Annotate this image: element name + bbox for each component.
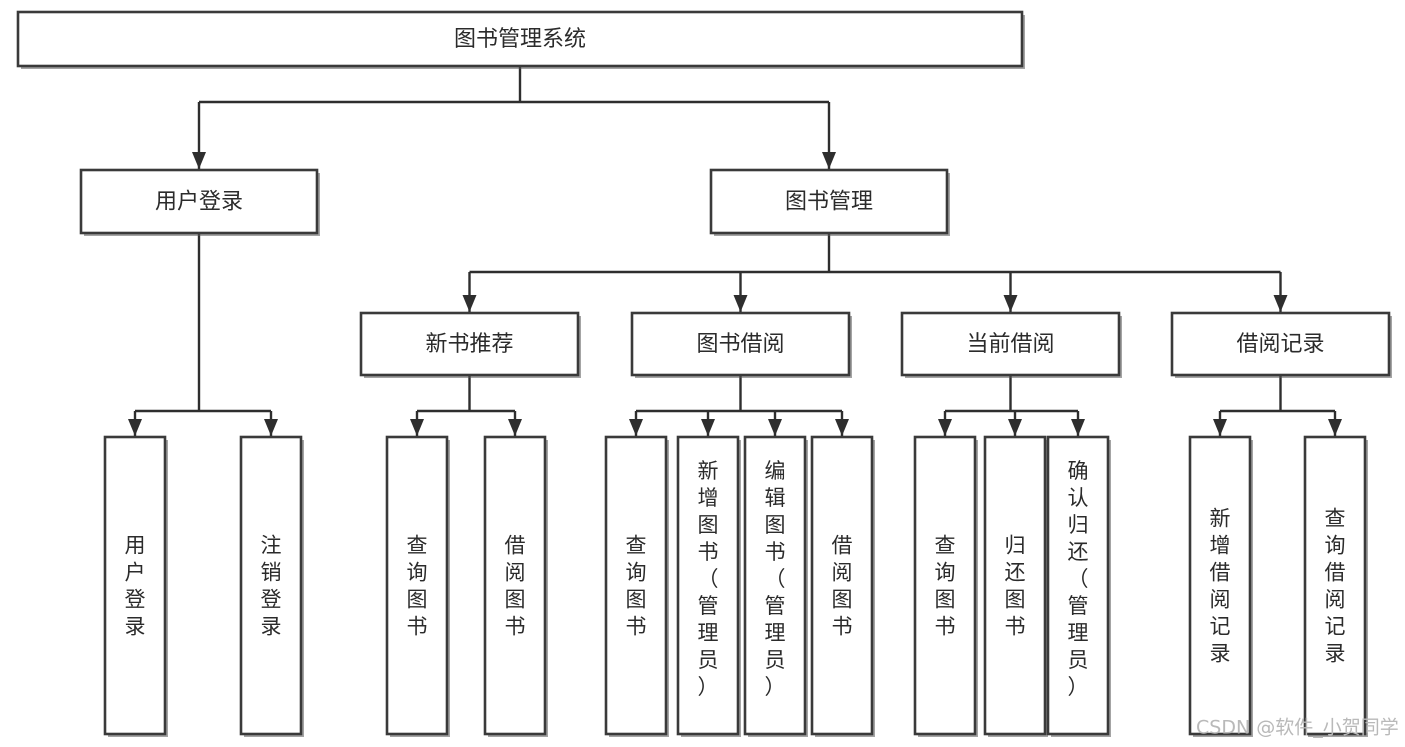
node-label: 确认归还（管理员） [1068, 459, 1089, 699]
node-leaf-borrow-edit-book[interactable]: 编辑图书（管理员） [743, 435, 808, 737]
arrow-head [1008, 419, 1022, 436]
node-new-book-rec[interactable]: 新书推荐 [359, 311, 581, 378]
node-leaf-current-return-book[interactable]: 归还图书 [983, 435, 1048, 737]
node-box[interactable] [79, 168, 319, 235]
node-box[interactable] [483, 435, 547, 736]
node-label: 图书借阅 [696, 332, 784, 357]
node-leaf-borrow-add-book[interactable]: 新增图书（管理员） [676, 435, 741, 737]
arrow-head [733, 295, 748, 312]
node-leaf-current-query-book[interactable]: 查询图书 [913, 435, 978, 737]
node-user-login[interactable]: 用户登录 [79, 168, 320, 236]
node-box[interactable] [630, 311, 851, 377]
node-label: 查询图书 [935, 534, 956, 639]
arrow-head [508, 419, 522, 436]
arrow-head [462, 295, 477, 312]
arrow-head [1273, 295, 1288, 312]
node-leaf-current-confirm-return[interactable]: 确认归还（管理员） [1046, 435, 1111, 737]
node-label: 用户登录 [125, 534, 146, 639]
node-book-borrow[interactable]: 图书借阅 [630, 311, 852, 378]
arrow-head [835, 419, 849, 436]
node-leaf-user-login[interactable]: 用户登录 [103, 435, 168, 737]
node-label: 借阅图书 [505, 534, 526, 639]
node-label: 编辑图书（管理员） [765, 459, 786, 699]
arrow-head [938, 419, 952, 436]
node-label: 图书管理系统 [454, 27, 586, 52]
arrow-head [410, 419, 424, 436]
node-label: 用户登录 [155, 190, 243, 215]
arrow-head [701, 419, 715, 436]
arrow-head [1071, 419, 1085, 436]
node-box[interactable] [743, 435, 807, 736]
arrow-head [629, 419, 643, 436]
node-box[interactable] [385, 435, 449, 736]
arrow-head [822, 152, 836, 169]
node-layer: 图书管理系统用户登录图书管理新书推荐图书借阅当前借阅借阅记录用户登录注销登录查询… [16, 10, 1392, 737]
node-box[interactable] [239, 435, 303, 736]
node-book-manage[interactable]: 图书管理 [709, 168, 950, 236]
node-box[interactable] [709, 168, 949, 235]
csdn-watermark: CSDN @软件_小贺同学 [1196, 717, 1399, 739]
node-label: 新增图书（管理员） [698, 459, 719, 699]
node-leaf-rec-borrow-book[interactable]: 借阅图书 [483, 435, 548, 737]
arrow-head [192, 152, 206, 169]
node-label: 当前借阅 [966, 332, 1054, 357]
node-box[interactable] [810, 435, 874, 736]
node-box[interactable] [604, 435, 668, 736]
node-label: 新书推荐 [425, 332, 513, 357]
node-label: 查询图书 [407, 534, 428, 639]
node-borrow-record[interactable]: 借阅记录 [1170, 311, 1392, 378]
node-leaf-rec-query-book[interactable]: 查询图书 [385, 435, 450, 737]
node-leaf-record-add[interactable]: 新增借阅记录 [1188, 435, 1253, 737]
node-box[interactable] [1303, 435, 1367, 736]
node-label: 归还图书 [1005, 534, 1026, 639]
node-box[interactable] [913, 435, 977, 736]
node-leaf-borrow-lend-book[interactable]: 借阅图书 [810, 435, 875, 737]
node-leaf-record-query[interactable]: 查询借阅记录 [1303, 435, 1368, 737]
arrow-head [128, 419, 142, 436]
node-box[interactable] [359, 311, 580, 377]
node-label: 查询图书 [626, 534, 647, 639]
arrow-head [264, 419, 278, 436]
node-label: 新增借阅记录 [1210, 507, 1231, 666]
node-root[interactable]: 图书管理系统 [16, 10, 1025, 69]
node-box[interactable] [900, 311, 1121, 377]
arrow-head [768, 419, 782, 436]
node-box[interactable] [983, 435, 1047, 736]
node-box[interactable] [1188, 435, 1252, 736]
node-leaf-borrow-query-book[interactable]: 查询图书 [604, 435, 669, 737]
node-box[interactable] [103, 435, 167, 736]
arrow-head [1003, 295, 1018, 312]
node-box[interactable] [1170, 311, 1391, 377]
node-leaf-logout[interactable]: 注销登录 [239, 435, 304, 737]
node-label: 查询借阅记录 [1325, 507, 1346, 666]
node-label: 借阅图书 [832, 534, 853, 639]
node-box[interactable] [16, 10, 1024, 68]
node-box[interactable] [676, 435, 740, 736]
node-label: 借阅记录 [1236, 332, 1324, 357]
node-label: 图书管理 [785, 190, 873, 215]
connector-layer [128, 66, 1342, 436]
node-label: 注销登录 [261, 534, 282, 639]
node-current-borrow[interactable]: 当前借阅 [900, 311, 1122, 378]
arrow-head [1328, 419, 1342, 436]
arrow-head [1213, 419, 1227, 436]
node-box[interactable] [1046, 435, 1110, 736]
